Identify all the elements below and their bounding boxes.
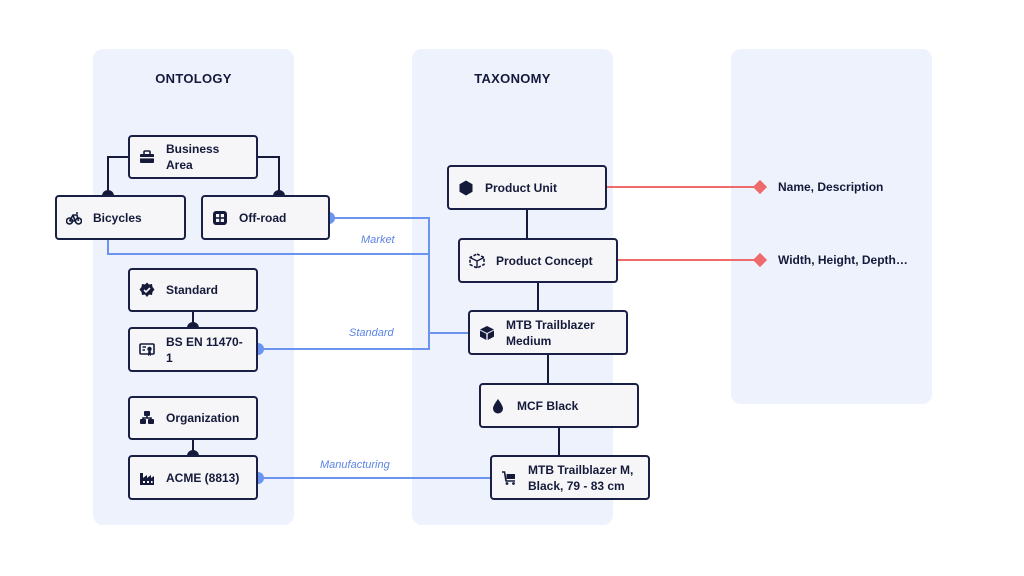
- node-business-area[interactable]: Business Area: [128, 135, 258, 179]
- node-product-concept[interactable]: Product Concept: [458, 238, 618, 283]
- node-bs-en-label: BS EN 11470-1: [166, 334, 243, 365]
- node-mtb-variant[interactable]: MTB Trailblazer M, Black, 79 - 83 cm: [490, 455, 650, 500]
- attributes-panel: [731, 49, 932, 404]
- node-standard-label: Standard: [166, 283, 219, 297]
- briefcase-icon: [138, 148, 156, 166]
- node-mtb-medium-label: MTB Trailblazer Medium: [506, 317, 595, 348]
- attribute-name-description: Name, Description: [778, 180, 884, 194]
- node-off-road[interactable]: Off-road: [201, 195, 330, 240]
- node-off-road-label: Off-road: [239, 210, 287, 225]
- node-bicycles-label: Bicycles: [93, 210, 142, 225]
- cube-icon: [478, 324, 496, 342]
- organization-icon: [138, 409, 156, 427]
- node-bicycles[interactable]: Bicycles: [55, 195, 186, 240]
- factory-icon: [138, 469, 156, 487]
- node-mtb-medium[interactable]: MTB Trailblazer Medium: [468, 310, 628, 355]
- attribute-dimensions: Width, Height, Depth…: [778, 253, 908, 267]
- node-acme-label: ACME (8813): [166, 470, 240, 485]
- node-standard[interactable]: Standard: [128, 268, 258, 312]
- hexagon-icon: [457, 179, 475, 197]
- grid-icon: [211, 209, 229, 227]
- cart-icon: [500, 469, 518, 487]
- taxonomy-title: TAXONOMY: [474, 71, 551, 86]
- edge-label-standard: Standard: [349, 327, 394, 339]
- node-organization-label: Organization: [166, 411, 240, 425]
- box-outline-icon: [468, 252, 486, 270]
- node-product-concept-label: Product Concept: [496, 253, 593, 268]
- node-bs-en[interactable]: BS EN 11470-1: [128, 327, 258, 372]
- node-mcf-black-label: MCF Black: [517, 398, 579, 413]
- node-acme[interactable]: ACME (8813): [128, 455, 258, 500]
- edge-label-manufacturing: Manufacturing: [320, 459, 390, 471]
- droplet-icon: [489, 397, 507, 415]
- node-organization[interactable]: Organization: [128, 396, 258, 440]
- node-product-unit[interactable]: Product Unit: [447, 165, 607, 210]
- node-mcf-black[interactable]: MCF Black: [479, 383, 639, 428]
- node-mtb-variant-label: MTB Trailblazer M, Black, 79 - 83 cm: [528, 462, 634, 493]
- ontology-title: ONTOLOGY: [155, 71, 232, 86]
- bicycle-icon: [65, 209, 83, 227]
- edge-label-market: Market: [361, 234, 395, 246]
- node-business-area-label: Business Area: [166, 142, 220, 172]
- badge-icon: [138, 281, 156, 299]
- taxonomy-panel: TAXONOMY: [412, 49, 613, 525]
- node-product-unit-label: Product Unit: [485, 180, 557, 195]
- certificate-icon: [138, 341, 156, 359]
